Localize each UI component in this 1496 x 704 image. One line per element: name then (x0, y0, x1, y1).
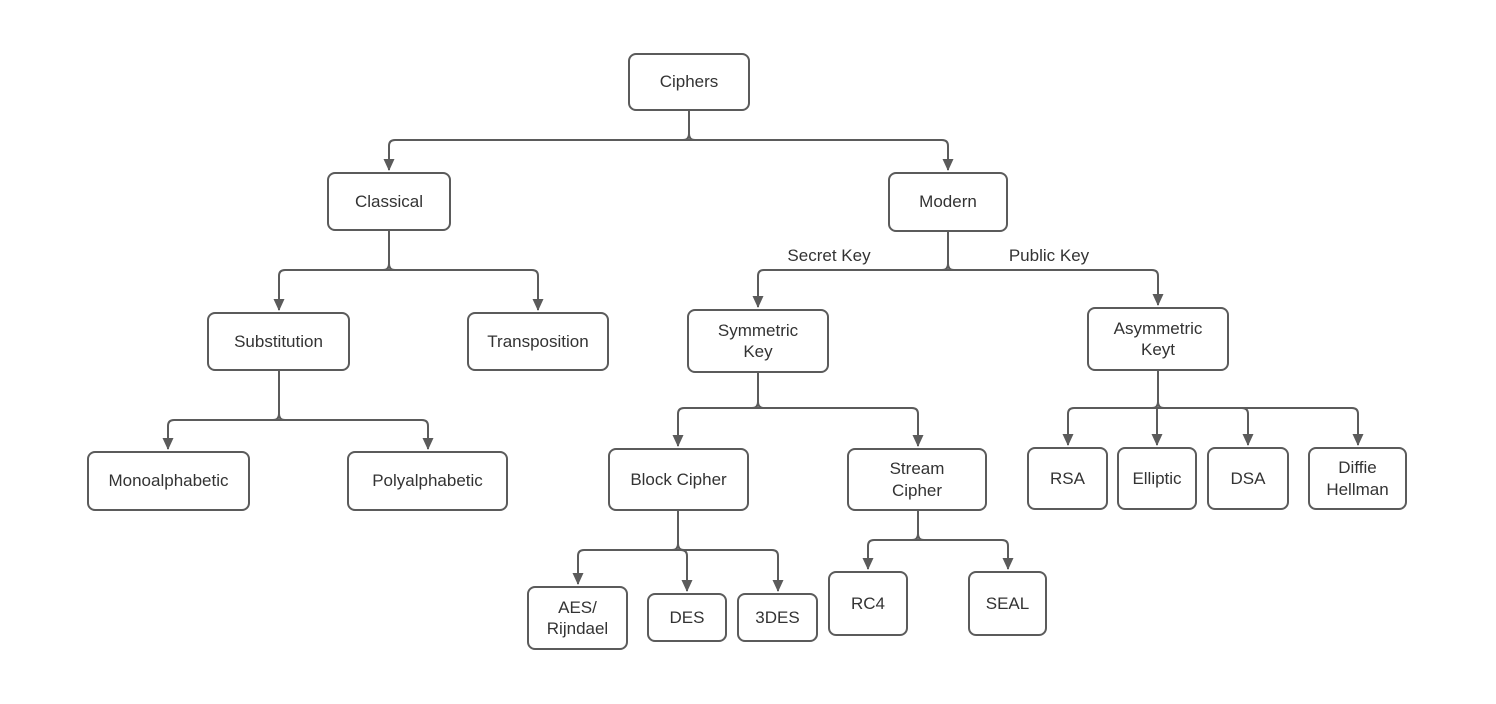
node-des: DES (647, 593, 727, 642)
node-classical: Classical (327, 172, 451, 231)
edges-from-asymmetric-key (1062, 371, 1364, 446)
node-block-cipher: Block Cipher (608, 448, 749, 511)
node-dsa: DSA (1207, 447, 1289, 510)
node-modern: Modern (888, 172, 1008, 232)
node-stream-cipher: Stream Cipher (847, 448, 987, 511)
node-polyalphabetic: Polyalphabetic (347, 451, 508, 511)
node-aes-rijndael: AES/ Rijndael (527, 586, 628, 650)
node-monoalphabetic: Monoalphabetic (87, 451, 250, 511)
node-3des: 3DES (737, 593, 818, 642)
node-ciphers: Ciphers (628, 53, 750, 111)
edges-from-classical (273, 231, 544, 311)
edges-from-ciphers (383, 111, 954, 171)
edges-from-substitution (162, 371, 434, 450)
node-diffie-hellman: Diffie Hellman (1308, 447, 1407, 510)
node-transposition: Transposition (467, 312, 609, 371)
edges-from-block-cipher (572, 511, 784, 592)
edges-from-stream-cipher (862, 511, 1014, 570)
node-asymmetric-key: Asymmetric Keyt (1087, 307, 1229, 371)
node-rsa: RSA (1027, 447, 1108, 510)
edge-label-secret-key: Secret Key (769, 245, 889, 267)
node-symmetric-key: Symmetric Key (687, 309, 829, 373)
node-rc4: RC4 (828, 571, 908, 636)
node-substitution: Substitution (207, 312, 350, 371)
node-elliptic: Elliptic (1117, 447, 1197, 510)
edges-from-modern (752, 232, 1164, 308)
edge-label-public-key: Public Key (989, 245, 1109, 267)
node-seal: SEAL (968, 571, 1047, 636)
edges-from-symmetric-key (672, 373, 924, 447)
